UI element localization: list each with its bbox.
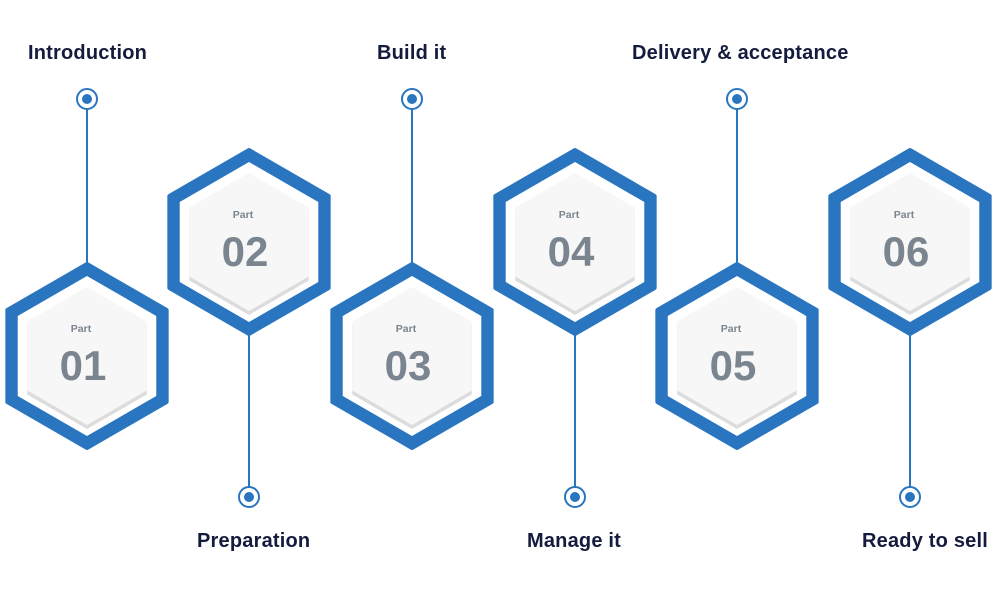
hexagon-part-06: Part 06 [828, 148, 992, 336]
part-word-4: Part [559, 209, 580, 221]
part-word-6: Part [894, 209, 915, 221]
step-label-build-it: Build it [377, 42, 447, 64]
hexagon-inner-2 [189, 173, 309, 311]
hexagon-part-01: Part 01 [5, 262, 169, 450]
marker-dot-2 [244, 492, 254, 502]
marker-dot-1 [82, 94, 92, 104]
step-label-delivery-acceptance: Delivery & acceptance [632, 42, 849, 64]
marker-dot-6 [905, 492, 915, 502]
part-number-02: 02 [222, 228, 269, 275]
part-word-2: Part [233, 209, 254, 221]
hexagon-inner-4 [515, 173, 635, 311]
part-word-3: Part [396, 323, 417, 335]
step-label-introduction: Introduction [28, 42, 148, 64]
part-word-1: Part [71, 323, 92, 335]
marker-dot-3 [407, 94, 417, 104]
hexagon-part-04: Part 04 [493, 148, 657, 336]
hexagon-part-02: Part 02 [167, 148, 331, 336]
hexagon-part-03: Part 03 [330, 262, 494, 450]
part-word-5: Part [721, 323, 742, 335]
hexagon-inner-5 [677, 287, 797, 425]
part-number-06: 06 [883, 228, 930, 275]
part-number-04: 04 [548, 228, 595, 275]
hexagon-inner-3 [352, 287, 472, 425]
hexagon-inner-1 [27, 287, 147, 425]
part-number-03: 03 [385, 342, 432, 389]
step-label-ready-to-sell: Ready to sell [862, 530, 988, 552]
part-number-05: 05 [710, 342, 757, 389]
marker-dot-4 [570, 492, 580, 502]
step-label-preparation: Preparation [197, 530, 311, 552]
marker-dot-5 [732, 94, 742, 104]
step-label-manage-it: Manage it [527, 530, 622, 552]
hexagon-part-05: Part 05 [655, 262, 819, 450]
part-number-01: 01 [60, 342, 107, 389]
hexagon-inner-6 [850, 173, 970, 311]
